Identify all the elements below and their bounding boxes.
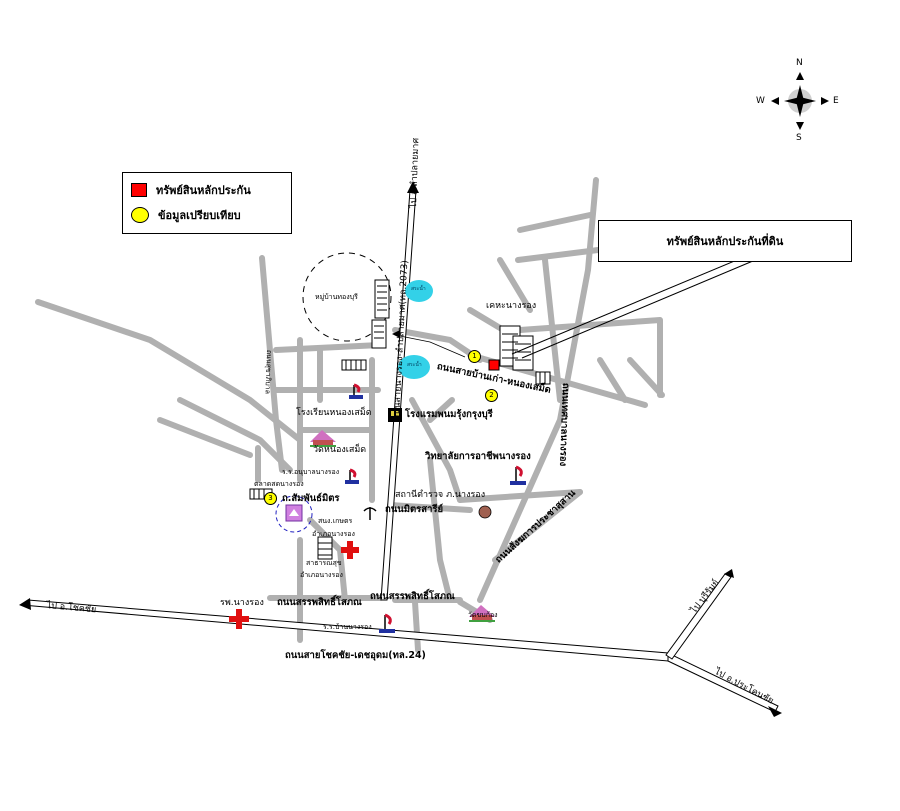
callout-pointer [511,251,757,355]
school-icon [349,383,363,399]
label-temple-nong-samet: วัดหนองเสม็ด [313,445,367,455]
label-vocational-college: วิทยาลัยการอาชีพนางรอง [425,451,531,462]
compass-west: W [756,96,765,106]
label-pond: สระน้ำ [411,286,426,292]
school-icon [510,465,526,485]
hospital-cross-icon [229,609,249,629]
building-hatch [253,285,546,556]
label-road-sanphasit-2: ถนนสรรพสิทธิ์โสภณ [370,591,455,602]
palm-tree-icon [363,507,377,520]
comparison-marker-1: 1 [468,350,481,363]
label-health-office: สาธารณสุข [306,559,342,567]
callout-label: ทรัพย์สินหลักประกันที่ดิน [666,235,784,248]
access-lane-arrow [392,330,400,338]
legend-label: ข้อมูลเปรียบเทียบ [158,209,241,222]
comparison-marker-2: 2 [485,389,498,402]
label-school-nong-samet: โรงเรียนหนองเสม็ด [296,408,372,418]
pond-icon [398,355,430,379]
label-pond: สระน้ำ [407,362,422,368]
yellow-circle-icon [131,207,149,223]
village-boundary [302,252,392,342]
label-road-left-vertical: ถนนสุขาภิบาล [263,349,273,395]
legend-item-collateral: ทรัพย์สินหลักประกัน [131,181,251,199]
label-road-samphan: ถ.สัมพันธ์มิตร [282,493,340,504]
label-police-station: สถานีตำรวจ ภ.นางรอง [395,490,486,500]
school-icon [379,613,395,633]
callout-pointer [521,257,761,359]
police-icon [478,505,492,519]
temple-icon [469,605,495,622]
compass-rose [771,72,829,130]
compass-south: S [796,133,802,143]
label-market: ตลาดสดนางรอง [254,480,304,488]
label-school-ban-nang-rong: ร.ร.บ้านนางรอง [323,623,372,631]
label-highway-24: ถนนสายโชคชัย-เดชอุดม(ทล.24) [285,650,426,661]
label-agri-office: สนง.เกษตร [318,517,353,525]
label-district-office: อำเภอนางรอง [312,530,355,538]
legend-item-comparison: ข้อมูลเปรียบเทียบ [131,206,241,224]
legend-label: ทรัพย์สินหลักประกัน [156,184,251,197]
label-road-mit-sari: ถนนมิตรสารีย์ [385,504,444,515]
hospital-cross-icon [341,541,359,559]
label-village-thong-buri: หมู่บ้านทองบุรี [315,293,358,301]
compass-east: E [833,96,839,106]
market-boundary [275,495,313,533]
collateral-callout: ทรัพย์สินหลักประกันที่ดิน [598,220,852,262]
legend: ทรัพย์สินหลักประกัน ข้อมูลเปรียบเทียบ [122,172,292,234]
school-icon [345,468,359,484]
label-health-district: อำเภอนางรอง [300,571,343,579]
label-school-anuban: ร.ร.อนุบาลนางรอง [282,468,340,476]
road-arrows [19,181,782,717]
label-hotel: โรงแรมพนมรุ้งกรุงบุรี [405,409,493,420]
market-icon [285,504,303,522]
temple-icon [310,430,336,447]
label-temple-khok-kong: วัดขบก้อง [468,611,498,619]
label-kheha-nang-rong: เคหะนางรอง [486,301,537,311]
hotel-icon [388,408,402,422]
access-lane [394,334,466,358]
compass-north: N [796,58,803,68]
red-square-icon [131,183,147,197]
label-hospital: รพ.นางรอง [220,598,264,608]
collateral-marker [488,359,500,371]
comparison-marker-3: 3 [264,492,277,505]
label-road-right-vertical: ถนนเทศบาลนางรอง [557,382,571,467]
label-road-sanphasit-1: ถนนสรรพสิทธิ์โสภณ [277,597,362,608]
pond-icon [405,280,433,302]
